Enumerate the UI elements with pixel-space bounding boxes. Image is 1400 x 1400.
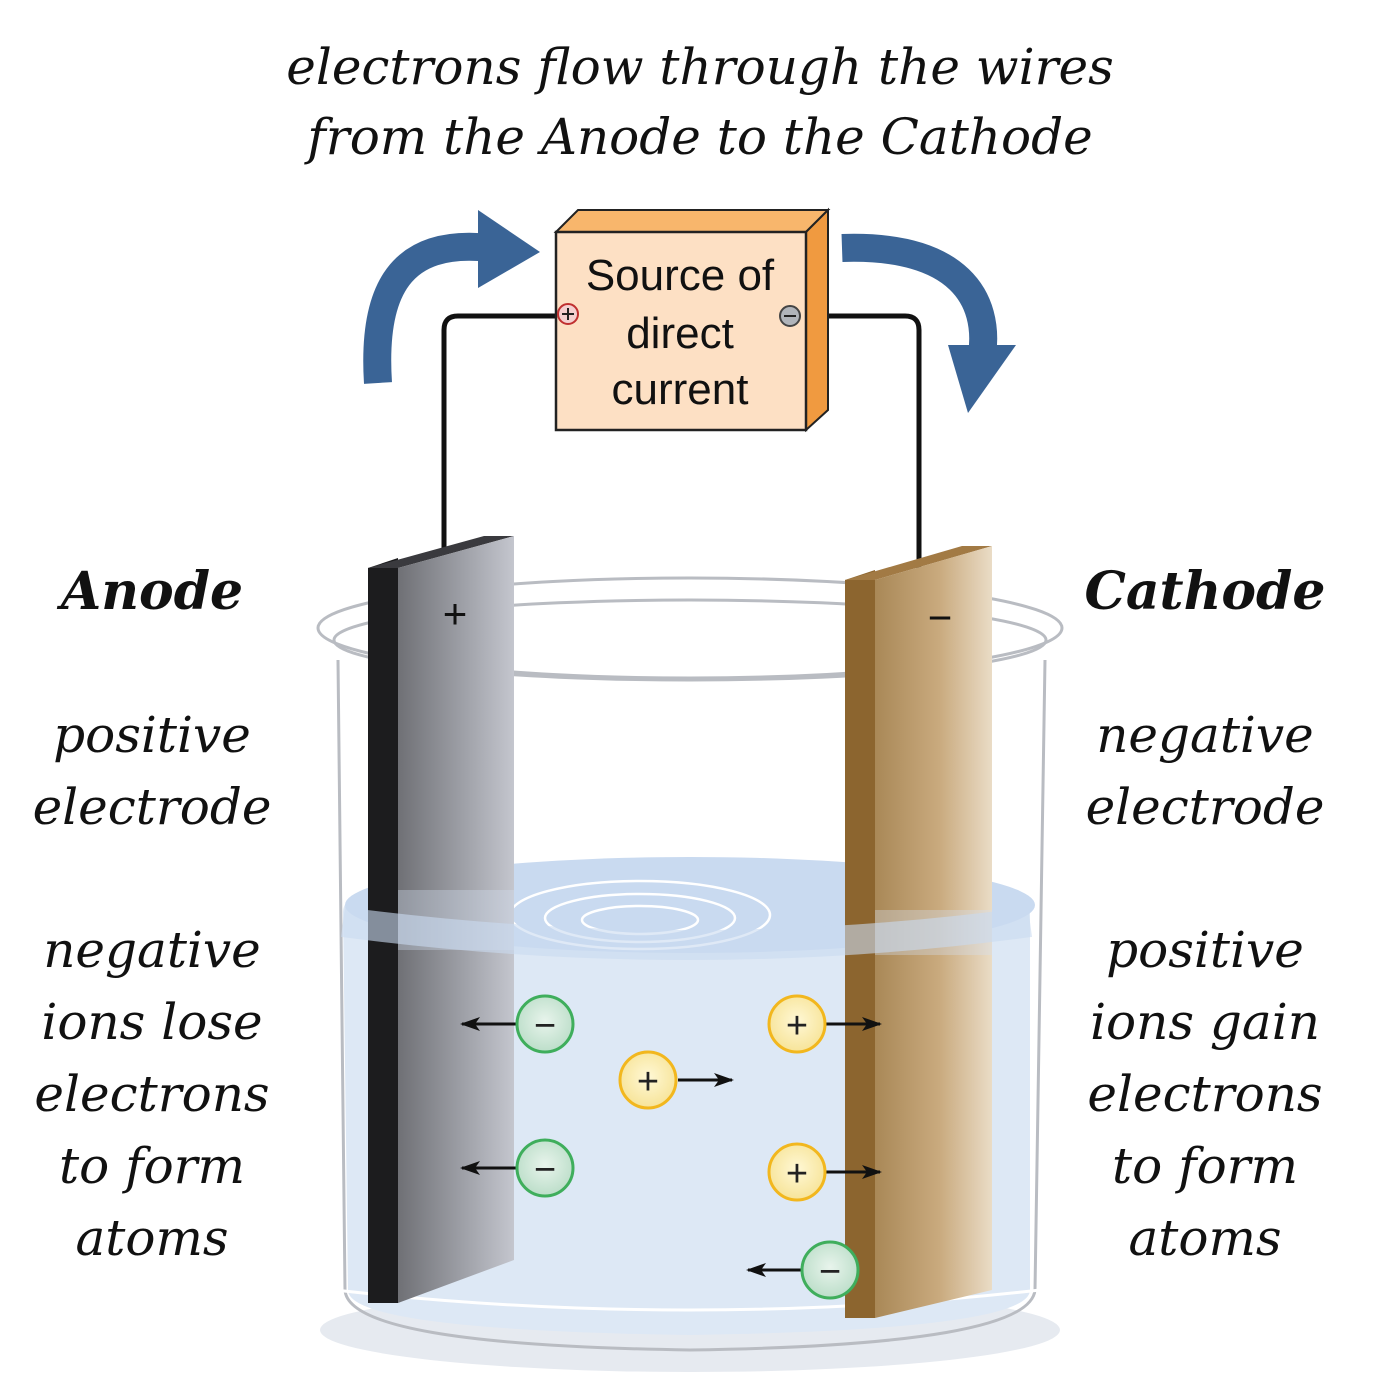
- beaker-glass: [316, 576, 1064, 1352]
- electron-flow-arrow-right: [841, 233, 998, 358]
- anode-desc2-line: negative: [43, 921, 261, 979]
- anode-wire: [441, 313, 565, 548]
- anode-desc1-line: electrode: [32, 778, 272, 836]
- anode-desc1-line: positive: [53, 706, 251, 764]
- cathode-title: Cathode: [1084, 561, 1326, 622]
- positive-ion: +: [767, 1142, 827, 1202]
- svg-text:+: +: [786, 1005, 808, 1047]
- source-label-line-3: current: [612, 365, 749, 414]
- anode-title: Anode: [60, 561, 244, 622]
- anode-desc2-line: electrons: [34, 1065, 270, 1123]
- dc-source-box: Source of direct current: [553, 207, 831, 433]
- electron-flow-arrowhead-right: [948, 345, 1016, 413]
- negative-ion: −: [515, 1138, 575, 1198]
- positive-terminal: [557, 303, 579, 325]
- negative-ion: −: [800, 1240, 860, 1300]
- electron-flow-arrow-left: [363, 232, 492, 384]
- cathode-desc2-line: ions gain: [1090, 993, 1320, 1051]
- cathode-desc2-line: positive: [1106, 921, 1304, 979]
- caption-line-2: from the Anode to the Cathode: [307, 108, 1093, 166]
- svg-text:−: −: [534, 1149, 556, 1191]
- liquid-front-surface: [341, 907, 1033, 960]
- anode-desc2-line: ions lose: [41, 993, 263, 1051]
- cathode-description-2: positive ions gain electrons to form ato…: [1055, 925, 1355, 1285]
- svg-text:−: −: [819, 1251, 841, 1293]
- cathode-wire: [790, 313, 922, 570]
- cathode-desc1-line: electrode: [1085, 778, 1325, 836]
- svg-text:−: −: [534, 1005, 556, 1047]
- positive-ion: +: [767, 994, 827, 1054]
- positive-ion: +: [618, 1050, 678, 1110]
- negative-terminal: [779, 305, 801, 327]
- caption-line-1: electrons flow through the wires: [286, 38, 1114, 96]
- negative-ion: −: [515, 994, 575, 1054]
- source-label-line-1: Source of: [586, 251, 775, 300]
- anode-desc2-line: to form: [58, 1137, 245, 1195]
- svg-text:+: +: [637, 1061, 659, 1103]
- electron-flow-arrowhead-left: [478, 210, 540, 288]
- cathode-sign: −: [928, 594, 953, 641]
- anode-desc2-line: atoms: [75, 1209, 229, 1267]
- anode-sign: +: [443, 590, 468, 637]
- svg-text:+: +: [786, 1153, 808, 1195]
- anode-description-1: positive electrode: [2, 710, 302, 854]
- cathode-desc1-line: negative: [1096, 706, 1314, 764]
- cathode-description-1: negative electrode: [1055, 710, 1355, 854]
- cathode-desc2-line: to form: [1111, 1137, 1298, 1195]
- cathode-desc2-line: electrons: [1087, 1065, 1323, 1123]
- anode-description-2: negative ions lose electrons to form ato…: [2, 925, 302, 1285]
- cathode-desc2-line: atoms: [1128, 1209, 1282, 1267]
- source-label-line-2: direct: [626, 309, 734, 358]
